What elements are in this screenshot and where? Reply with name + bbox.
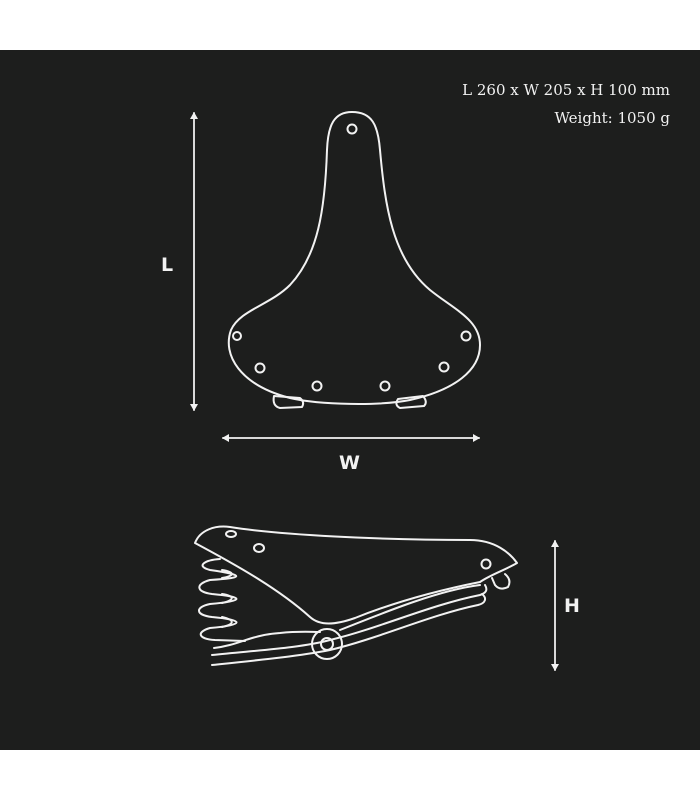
dimensions-text: L 260 x W 205 x H 100 mm (462, 81, 670, 99)
width-label: W (339, 452, 360, 474)
spec-block: L 260 x W 205 x H 100 mm Weight: 1050 g (462, 76, 670, 132)
height-arrow-icon (551, 540, 559, 671)
height-label: H (564, 595, 580, 617)
length-label: L (161, 254, 174, 276)
diagram-panel (0, 50, 700, 750)
length-arrow-icon (190, 112, 198, 411)
weight-text: Weight: 1050 g (554, 109, 670, 127)
saddle-side-view-icon (194, 525, 518, 666)
width-arrow-icon (222, 434, 480, 442)
saddle-top-view-icon (227, 111, 481, 409)
